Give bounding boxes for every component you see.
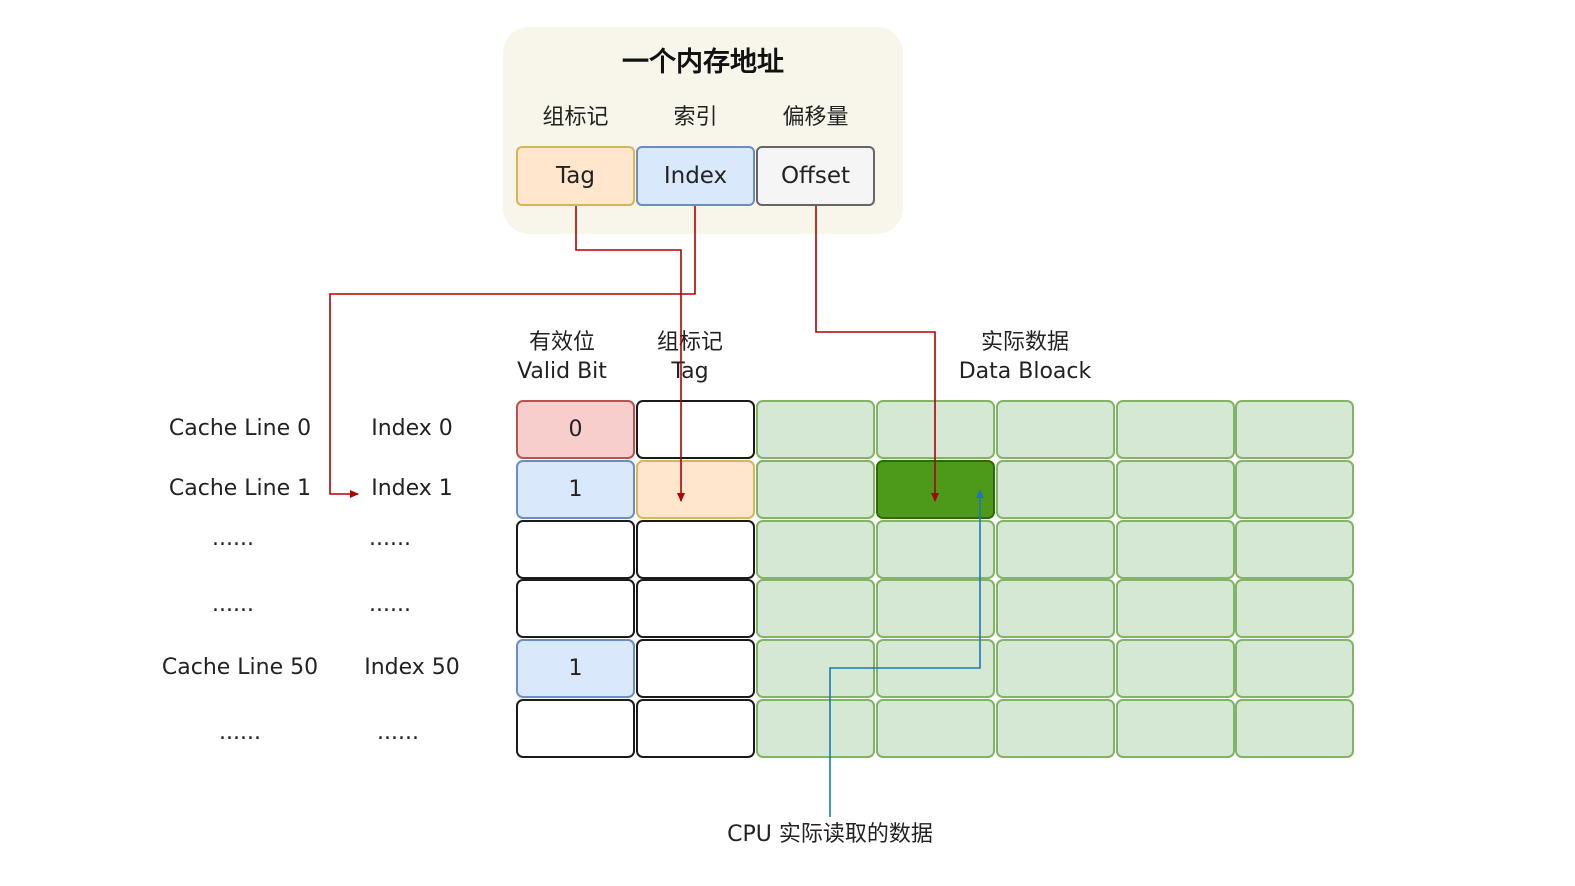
data-block-cell [1235,400,1354,459]
data-block-cell [1116,579,1235,638]
address-tag-field: Tag [516,146,635,206]
offset-field-caption: 偏移量 [782,105,849,130]
valid-bit-cell: 0 [516,400,635,459]
address-offset-field: Offset [756,146,875,206]
tag-cell [636,639,755,698]
data-block-cell [876,579,995,638]
data-block-cell [996,579,1115,638]
data-block-cell [1116,520,1235,579]
cache-line-ellipsis: ...... [219,720,261,745]
cache-line-label: Cache Line 0 [168,416,312,441]
valid-bit-cell [516,579,635,638]
cache-line-ellipsis: ...... [212,526,254,551]
index-field-caption: 索引 [673,105,718,130]
data-block-cell [756,579,875,638]
data-block-cell [1235,639,1354,698]
index-lookup-wire [329,206,696,498]
memory-address-title: 一个内存地址 [622,47,784,78]
data-block-cell [756,460,875,519]
valid-bit-cell [516,520,635,579]
data-block-cell [996,699,1115,758]
cache-line-label: Cache Line 50 [161,655,319,680]
cpu-read-label: CPU 实际读取的数据 [727,822,933,847]
data-block-cell [876,520,995,579]
data-block-cell [1235,699,1354,758]
data-block-header-en: Data Bloack [958,359,1092,384]
tag-field-caption: 组标记 [542,105,609,130]
valid-bit-cell [516,699,635,758]
index-ellipsis: ...... [369,592,411,617]
data-block-cell [1235,460,1354,519]
valid-bit-header-en: Valid Bit [517,359,607,384]
data-block-cell [756,400,875,459]
valid-bit-header-cn: 有效位 [528,330,595,355]
tag-cell [636,699,755,758]
cache-line-label: Cache Line 1 [168,476,312,501]
tag-header-en: Tag [671,359,709,384]
data-block-header-cn: 实际数据 [980,330,1069,355]
tag-cell [636,400,755,459]
tag-cell-matched [636,460,755,519]
index-label: Index 0 [371,416,453,441]
data-block-cell [1235,579,1354,638]
data-block-cell [996,520,1115,579]
cpu-read-wire [829,489,984,817]
data-block-cell [1116,699,1235,758]
tag-header-cn: 组标记 [656,330,723,355]
valid-bit-cell: 1 [516,639,635,698]
data-block-cell [1235,520,1354,579]
valid-bit-cell: 1 [516,460,635,519]
data-block-cell [996,400,1115,459]
index-label: Index 50 [364,655,460,680]
data-block-cell [756,520,875,579]
index-ellipsis: ...... [369,526,411,551]
data-block-cell [996,639,1115,698]
cache-line-ellipsis: ...... [212,592,254,617]
data-block-cell [996,460,1115,519]
data-block-cell [756,699,875,758]
offset-select-wire [815,206,939,502]
data-block-cell [1116,639,1235,698]
tag-cell [636,579,755,638]
data-block-cell [1116,400,1235,459]
data-block-cell [1116,460,1235,519]
data-block-cell [876,699,995,758]
tag-cell [636,520,755,579]
index-ellipsis: ...... [377,720,419,745]
tag-match-wire [575,206,685,502]
index-label: Index 1 [371,476,453,501]
address-index-field: Index [636,146,755,206]
